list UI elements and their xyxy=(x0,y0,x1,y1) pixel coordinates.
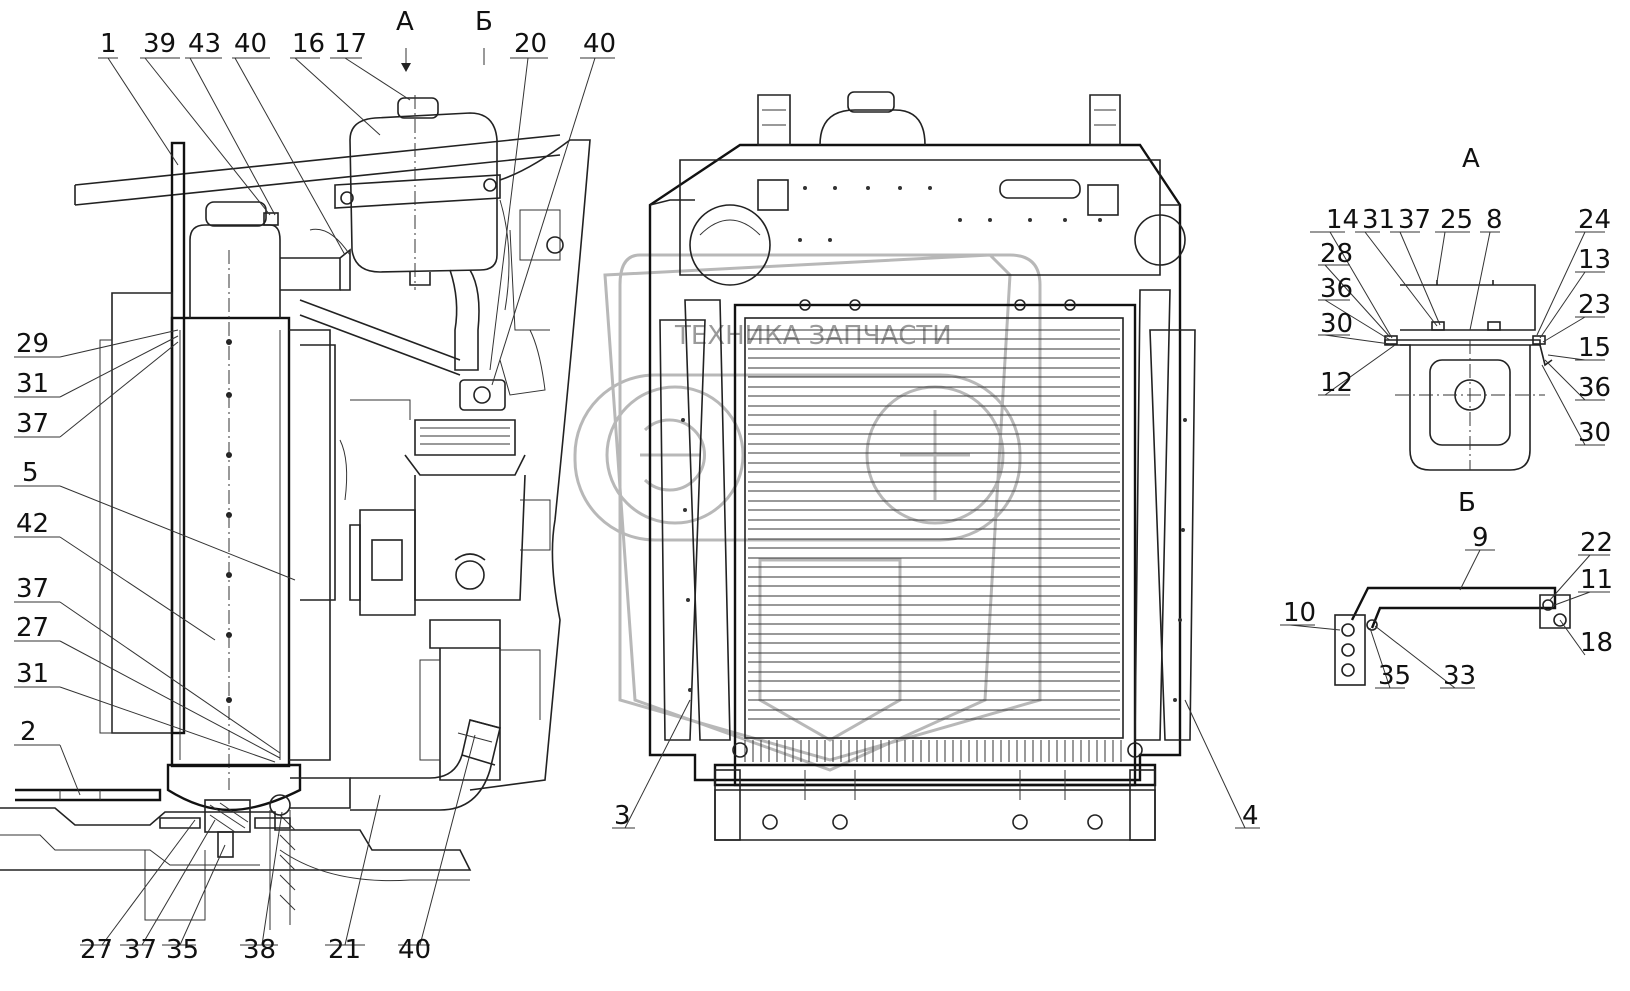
callout-30: 30 xyxy=(1578,418,1611,448)
view-label-b-arrow: Б xyxy=(475,7,493,37)
view-b xyxy=(1334,586,1571,686)
leader-lines xyxy=(14,48,1610,946)
callout-11: 11 xyxy=(1580,565,1613,595)
callout-42: 42 xyxy=(16,509,49,539)
callout-37: 37 xyxy=(124,935,157,965)
callout-3: 3 xyxy=(614,801,631,831)
callout-31: 31 xyxy=(1362,205,1395,235)
callout-36: 36 xyxy=(1578,373,1611,403)
callout-28: 28 xyxy=(1320,239,1353,269)
callout-13: 13 xyxy=(1578,245,1611,275)
callout-37: 37 xyxy=(16,574,49,604)
callout-38: 38 xyxy=(243,935,276,965)
callout-16: 16 xyxy=(292,29,325,59)
view-label-a-arrow: А xyxy=(396,7,414,37)
callout-9: 9 xyxy=(1472,523,1489,553)
callout-1: 1 xyxy=(100,29,117,59)
callout-33: 33 xyxy=(1443,661,1476,691)
callout-31: 31 xyxy=(16,369,49,399)
front-view xyxy=(648,91,1196,841)
callout-40: 40 xyxy=(234,29,267,59)
callout-40: 40 xyxy=(398,935,431,965)
callout-29: 29 xyxy=(16,329,49,359)
callout-15: 15 xyxy=(1578,333,1611,363)
callout-5: 5 xyxy=(22,458,39,488)
watermark-logo: ТЕХНИКА ЗАПЧАСТИ xyxy=(573,253,1042,772)
view-b-title: Б xyxy=(1458,488,1476,518)
callout-20: 20 xyxy=(514,29,547,59)
callout-18: 18 xyxy=(1580,628,1613,658)
watermark-text: ТЕХНИКА ЗАПЧАСТИ xyxy=(674,321,952,351)
callout-22: 22 xyxy=(1580,528,1613,558)
callout-17: 17 xyxy=(334,29,367,59)
callout-40: 40 xyxy=(583,29,616,59)
callout-37: 37 xyxy=(1398,205,1431,235)
callout-30: 30 xyxy=(1320,309,1353,339)
side-view xyxy=(0,95,591,930)
callout-43: 43 xyxy=(188,29,221,59)
callout-24: 24 xyxy=(1578,205,1611,235)
callout-23: 23 xyxy=(1578,290,1611,320)
callout-31: 31 xyxy=(16,659,49,689)
callout-8: 8 xyxy=(1486,205,1503,235)
callout-39: 39 xyxy=(143,29,176,59)
callout-10: 10 xyxy=(1283,598,1316,628)
callout-37: 37 xyxy=(16,409,49,439)
callout-12: 12 xyxy=(1320,368,1353,398)
callout-35: 35 xyxy=(1378,661,1411,691)
callout-27: 27 xyxy=(16,613,49,643)
callout-4: 4 xyxy=(1242,801,1259,831)
callout-36: 36 xyxy=(1320,274,1353,304)
view-a-title: А xyxy=(1462,144,1480,174)
callout-14: 14 xyxy=(1326,205,1359,235)
callout-21: 21 xyxy=(328,935,361,965)
callout-27: 27 xyxy=(80,935,113,965)
callout-2: 2 xyxy=(20,717,37,747)
callout-25: 25 xyxy=(1440,205,1473,235)
callout-35: 35 xyxy=(166,935,199,965)
callout-labels: А Б А Б 1 39 43 40 16 17 20 40 29 31 37 … xyxy=(16,7,1613,965)
view-a xyxy=(1384,280,1553,471)
